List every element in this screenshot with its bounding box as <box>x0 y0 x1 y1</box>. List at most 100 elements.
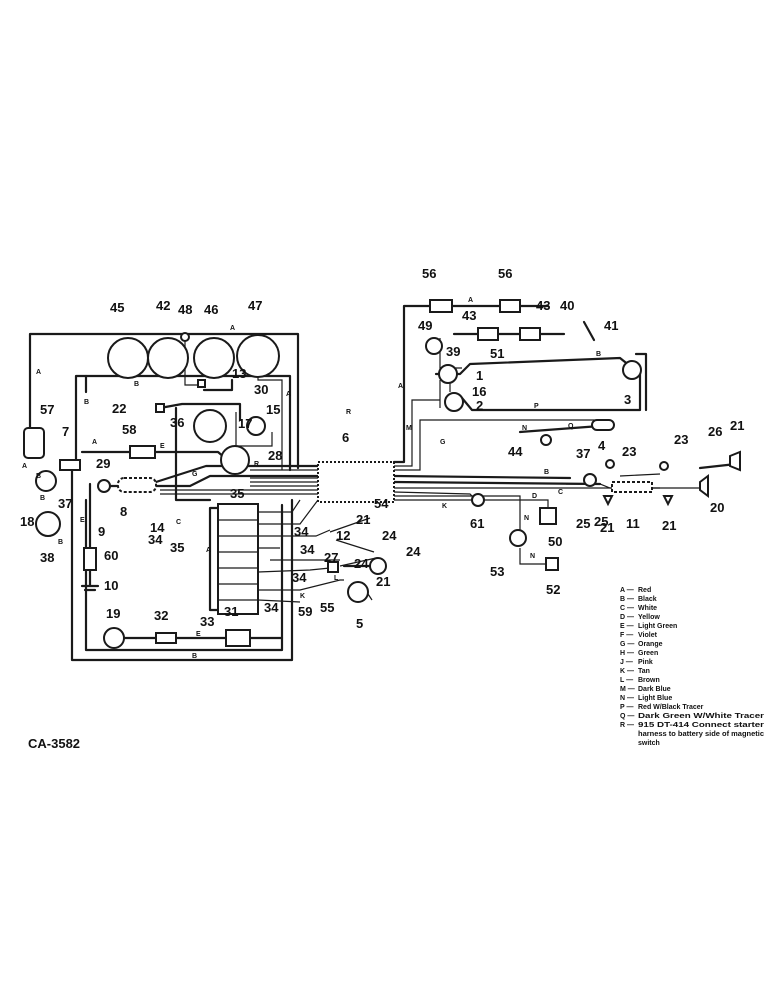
component-56-right <box>499 299 521 313</box>
callout-49: 49 <box>418 318 432 333</box>
wire-letter: N <box>530 553 535 560</box>
callout-59: 59 <box>298 604 312 619</box>
callout-47: 47 <box>248 298 262 313</box>
callout-44: 44 <box>508 444 523 459</box>
callout-21-top: 21 <box>356 512 370 527</box>
legend-code: N — <box>620 695 634 702</box>
callout-25-a: 25 <box>576 516 590 531</box>
wire-letter: D <box>532 493 537 500</box>
switch-21 <box>369 557 387 575</box>
component-44 <box>540 434 552 446</box>
callout-21-mid: 21 <box>600 520 614 535</box>
component-49 <box>425 337 443 355</box>
legend-code: H — <box>620 650 634 657</box>
wire-letter: A <box>230 325 235 332</box>
wire-letter: B <box>544 469 549 476</box>
legend-code: F — <box>620 632 633 639</box>
wire-letter: M <box>406 425 412 432</box>
light-23-b <box>659 461 669 471</box>
callout-26: 26 <box>708 424 722 439</box>
wire-letter: E <box>160 443 165 450</box>
light-20 <box>699 474 709 498</box>
light-21-b <box>662 495 674 507</box>
legend-code: P — <box>620 704 634 711</box>
wire-letter: L <box>334 575 339 582</box>
callout-53: 53 <box>490 564 504 579</box>
connector-22 <box>155 403 165 413</box>
component-43-right <box>519 327 541 341</box>
wire-letter: K <box>300 593 305 600</box>
legend-note-line-1: 915 DT-414 Connect starter <box>638 722 764 729</box>
component-56-left <box>429 299 453 313</box>
legend-code: C — <box>620 605 634 612</box>
component-60 <box>83 547 97 571</box>
callout-58: 58 <box>122 422 136 437</box>
light-21-a <box>602 495 614 507</box>
callout-46: 46 <box>204 302 218 317</box>
callout-36: 36 <box>170 415 184 430</box>
callout-21-right: 21 <box>662 518 676 533</box>
bulb-48 <box>180 332 190 342</box>
light-2 <box>444 392 464 412</box>
wire-letter: A <box>206 547 211 554</box>
callout-9: 9 <box>98 524 105 539</box>
fuse-block-35 <box>217 503 259 615</box>
wire-letter: B <box>58 539 63 546</box>
component-61 <box>471 493 485 507</box>
callout-12: 12 <box>336 528 350 543</box>
legend-code: L — <box>620 677 633 684</box>
callout-40: 40 <box>560 298 574 313</box>
connector-13 <box>197 379 206 388</box>
gauge-45 <box>107 337 149 379</box>
callout-52: 52 <box>546 582 560 597</box>
legend-desc: Black <box>638 596 657 603</box>
callout-23-b: 23 <box>674 432 688 447</box>
wire-letter: C <box>176 519 181 526</box>
light-3 <box>622 360 642 380</box>
wire-letter: B <box>84 399 89 406</box>
component-5 <box>347 581 369 603</box>
callout-45: 45 <box>110 300 124 315</box>
legend-desc: Orange <box>638 641 663 648</box>
legend-code: R — <box>620 722 634 729</box>
callout-37-left: 37 <box>58 496 72 511</box>
component-29 <box>97 479 111 493</box>
callout-19: 19 <box>106 606 120 621</box>
callout-22: 22 <box>112 401 126 416</box>
callout-57: 57 <box>40 402 54 417</box>
component-4 <box>591 419 615 431</box>
callout-numbers: 45 42 48 46 47 13 30 15 22 36 17 57 7 58… <box>20 266 744 631</box>
callout-13: 13 <box>232 366 246 381</box>
legend-code: B — <box>620 596 634 603</box>
legend-code: D — <box>620 614 634 621</box>
callout-28: 28 <box>268 448 282 463</box>
callout-21-top-right: 21 <box>730 418 744 433</box>
wire-letter: B <box>596 351 601 358</box>
callout-8: 8 <box>120 504 127 519</box>
gauge-42 <box>147 337 189 379</box>
callout-35-top: 35 <box>230 486 244 501</box>
wire-letter: A <box>22 463 27 470</box>
light-18 <box>35 511 61 537</box>
callout-34-r2: 34 <box>300 542 315 557</box>
callout-25-b: 25 <box>594 514 608 529</box>
wire-letter: N <box>522 425 527 432</box>
callout-35-left: 35 <box>170 540 184 555</box>
callout-30: 30 <box>254 382 268 397</box>
terminal-7 <box>59 459 81 471</box>
callout-1: 1 <box>476 368 483 383</box>
component-8 <box>117 477 157 493</box>
wire-letter: K <box>442 503 447 510</box>
wire-letter: G <box>440 439 446 446</box>
callout-34-r3: 34 <box>292 570 307 585</box>
callout-39: 39 <box>446 344 460 359</box>
legend-code: M — <box>620 686 635 693</box>
callout-16: 16 <box>472 384 486 399</box>
callout-11: 11 <box>626 516 640 531</box>
callout-31: 31 <box>224 604 238 619</box>
wire-letter: B <box>134 381 139 388</box>
callout-21-bottom: 21 <box>376 574 390 589</box>
legend-desc: Red W/Black Tracer <box>638 704 704 711</box>
wire-letter: Q <box>568 423 574 430</box>
